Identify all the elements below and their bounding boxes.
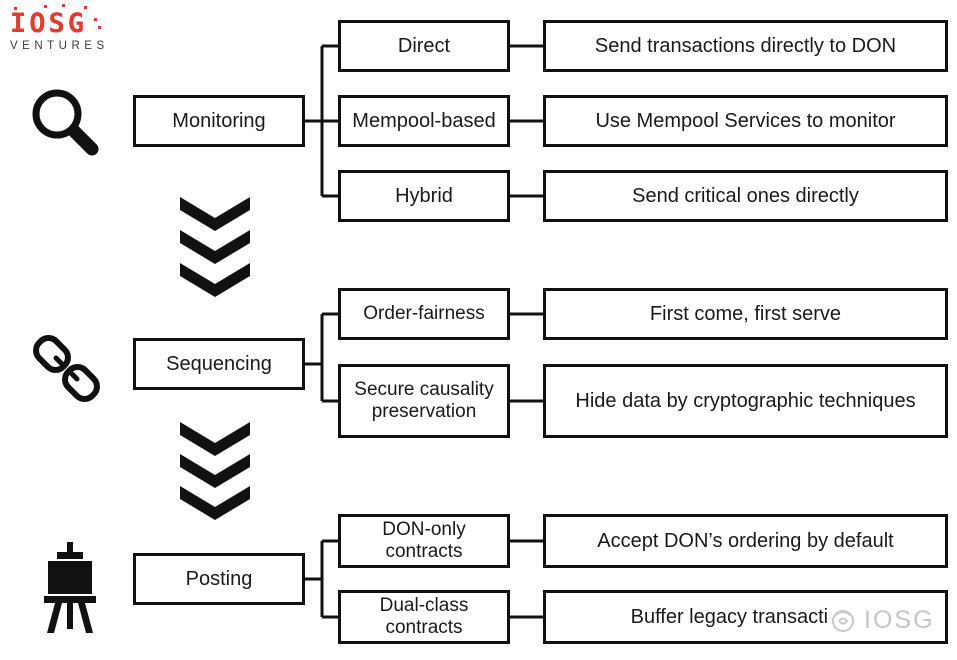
- branch-box-hybrid: Hybrid: [338, 170, 510, 222]
- branch-box-direct: Direct: [338, 20, 510, 72]
- stage-box-posting: Posting: [133, 553, 305, 605]
- watermark: IOSG: [828, 602, 942, 638]
- branch-box-don-only-contracts: DON-only contracts: [338, 514, 510, 568]
- desc-box-hybrid: Send critical ones directly: [543, 170, 948, 222]
- branch-box-dual-class-contracts: Dual-class contracts: [338, 590, 510, 644]
- desc-box-secure-causality: Hide data by cryptographic techniques: [543, 364, 948, 438]
- branch-box-secure-causality: Secure causality preservation: [338, 364, 510, 438]
- desc-box-direct: Send transactions directly to DON: [543, 20, 948, 72]
- logo-wordmark: IOSG: [10, 8, 88, 39]
- desc-box-order-fairness: First come, first serve: [543, 288, 948, 340]
- stage-box-monitoring: Monitoring: [133, 95, 305, 147]
- branch-box-mempool-based: Mempool-based: [338, 95, 510, 147]
- globe-icon: [832, 610, 854, 632]
- desc-box-don-only-contracts: Accept DON’s ordering by default: [543, 514, 948, 568]
- desc-box-mempool-based: Use Mempool Services to monitor: [543, 95, 948, 147]
- branch-box-order-fairness: Order-fairness: [338, 288, 510, 340]
- magnifier-icon: [32, 89, 99, 156]
- logo-subtitle: VENTURES: [10, 40, 109, 52]
- easel-icon: [44, 542, 96, 633]
- brand-logo: IOSG VENTURES: [10, 4, 150, 52]
- chain-icon: [33, 335, 100, 402]
- watermark-label: IOSG: [864, 605, 935, 634]
- stage-box-sequencing: Sequencing: [133, 338, 305, 390]
- chevrons-down-icon: [180, 422, 250, 520]
- chevrons-down-icon: [180, 197, 250, 297]
